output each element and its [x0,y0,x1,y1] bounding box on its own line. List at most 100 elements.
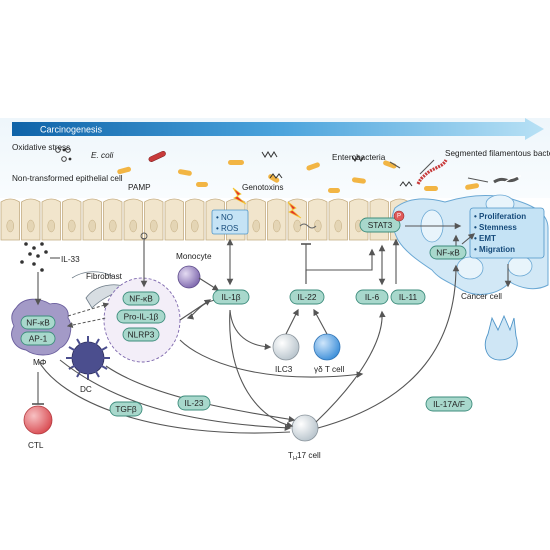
epithelial-cell [328,198,348,241]
dc-dendrite [76,338,82,347]
pro-il1b-pill: Pro-IL-1β [116,309,166,324]
cell-nucleus [6,219,14,233]
signalling-arrows [34,222,512,434]
outcome-item: • EMT [474,234,496,243]
cell-nucleus [109,219,117,233]
svg-text:NF-κB: NF-κB [436,248,460,258]
epithelial-cell [123,198,143,241]
svg-text:IL-17A/F: IL-17A/F [433,399,465,409]
cell-nucleus [252,219,260,233]
epithelial-cell [0,198,20,241]
ecoli-label: E. coli [91,151,113,160]
epithelial-cell [246,198,266,241]
nfkb-pill-cancer: NF-κB [429,245,467,260]
migrating-cancer-cell [484,314,518,361]
epithelial-cell [41,198,61,241]
svg-text:IL-23: IL-23 [185,398,204,408]
phospho-p-icon [393,210,405,222]
dc-dendrite [68,364,77,370]
il22-pill: IL-22 [289,289,325,305]
ros-label: • ROS [216,224,238,233]
svg-text:TGFβ: TGFβ [115,404,137,414]
dc-dendrite [99,364,108,370]
entero-pointer [389,161,401,169]
svg-text:IL-1β: IL-1β [221,292,240,302]
oxidative-stress-particles [55,147,72,162]
monocyte-label: Monocyte [176,252,212,261]
cell-nucleus [191,219,199,233]
ctl-label: CTL [28,441,44,450]
nfkb-pill-inflammasome: NF-κB [122,291,160,306]
epithelial-cell [308,198,328,241]
cell-nucleus [27,219,35,233]
il33-label: IL-33 [61,255,80,264]
il23-pill: IL-23 [177,395,211,411]
monocyte-cell [177,265,201,289]
outcome-item: • Migration [474,245,515,254]
il11-pill: IL-11 [390,289,426,305]
sfb-label: Segmented filamentous bacteria [445,149,550,158]
cell-nucleus [150,219,158,233]
no-label: • NO [216,213,233,222]
genotoxins-label: Genotoxins [242,183,283,192]
oxidative-stress-label: Oxidative stress [12,143,70,152]
cell-nucleus [68,219,76,233]
ctl-cell [23,405,53,435]
svg-text:IL-6: IL-6 [365,292,380,302]
dc-label: DC [80,385,92,394]
cell-nucleus [273,219,281,233]
fibroblast-label: Fibroblast [86,272,123,281]
gd-t-cell [313,333,341,361]
non-transformed-label: Non-transformed epithelial cell [12,174,123,183]
cell-nucleus [88,219,96,233]
banner-label: Carcinogenesis [40,125,103,135]
svg-text:AP-1: AP-1 [29,334,48,344]
genotoxin-bolt-icon [232,187,247,205]
svg-text:NLRP3: NLRP3 [128,330,155,340]
nlrp3-pill: NLRP3 [122,327,160,342]
carcinogenesis-banner: Carcinogenesis [12,118,544,140]
svg-text:IL-11: IL-11 [399,292,418,302]
svg-text:NF-κB: NF-κB [26,318,50,328]
cell-nucleus [129,219,137,233]
no-ros-box: • NO • ROS [211,209,249,235]
dc-dendrite [94,369,100,378]
il17af-pill: IL-17A/F [425,396,473,412]
ap1-pill: AP-1 [20,331,56,346]
epithelial-cell [21,198,41,241]
nfkb-pill-macrophage: NF-κB [20,315,56,330]
epithelial-cell [185,198,205,241]
epithelial-cell [62,198,82,241]
dc-dendrite [68,346,77,352]
epithelial-cell [144,198,164,241]
cell-nucleus [334,219,342,233]
bacteria-group [117,150,522,193]
il1b-pill: IL-1β [212,289,250,305]
ilc3-cell [272,333,300,361]
outcomes-box: • Proliferation • Stemness • EMT • Migra… [469,207,545,259]
outcome-item: • Stemness [474,223,517,232]
enterobacteria-label: Enterobacteria [332,153,386,162]
cell-nucleus [293,219,301,233]
epithelial-cell [267,198,287,241]
cell-nucleus [47,219,55,233]
il6-pill: IL-6 [355,289,389,305]
cell-nucleus [314,219,322,233]
svg-text:P: P [397,214,401,220]
pamp-label: PAMP [128,183,151,192]
sfb-pointer [419,159,435,175]
tgfb-pill: TGFβ [109,401,143,417]
dc-dendrite [94,338,100,347]
epithelial-cell [103,198,123,241]
epithelium [0,198,410,241]
dna-icon [299,223,317,229]
cell-nucleus [170,219,178,233]
th17-label: TH17 cell [288,451,321,462]
ilc3-label: ILC3 [275,365,293,374]
gd-t-label: γδ T cell [314,365,345,374]
genotoxin-bolt-icon [287,201,302,219]
svg-text:NF-κB: NF-κB [129,294,153,304]
svg-text:Pro-IL-1β: Pro-IL-1β [124,312,159,322]
th17-cell [291,414,319,442]
